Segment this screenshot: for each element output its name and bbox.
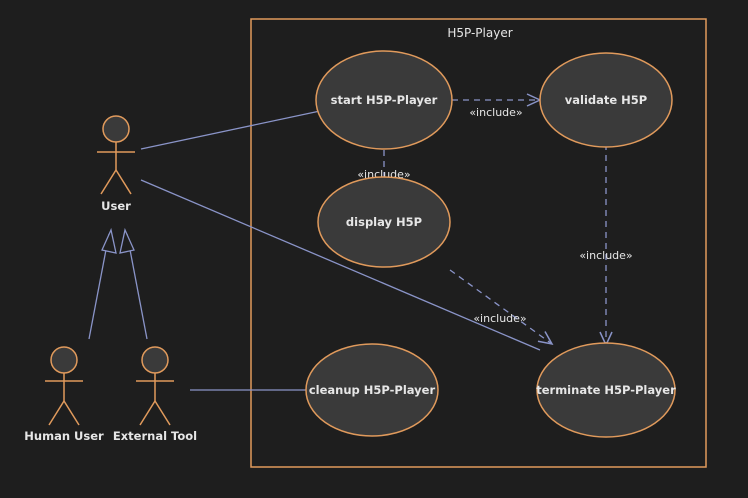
actor-leg [63,400,80,426]
actor-label: User [101,199,131,213]
assoc-user-start[interactable] [140,110,321,150]
assoc-user-terminate[interactable] [140,179,541,351]
actor-head [102,115,130,143]
usecase-terminate-h5p-player[interactable] [536,342,676,438]
actor-head [141,346,169,374]
actor-leg [100,169,117,195]
actor-label: Human User [24,429,104,443]
usecase-label: cleanup H5P-Player [309,383,436,397]
usecase-cleanup-h5p-player[interactable] [305,343,439,437]
system-boundary [250,18,707,468]
usecase-start-h5p-player[interactable] [315,50,453,150]
generalization-externaltool-user[interactable] [126,233,148,340]
usecase-label: display H5P [346,215,422,229]
usecase-label: validate H5P [565,93,648,107]
system-title: H5P-Player [447,26,512,40]
actor-human-user[interactable] [45,346,83,426]
actor-leg [48,400,65,426]
generalization-arrowhead [101,227,117,254]
usecase-label: terminate H5P-Player [536,383,676,397]
actor-head [50,346,78,374]
actor-leg [154,400,171,426]
include-label: «include» [469,106,522,119]
generalization-humanuser-user[interactable] [88,233,110,340]
actor-label: External Tool [113,429,197,443]
actor-leg [139,400,156,426]
actor-user[interactable] [97,115,135,195]
include-label: «include» [579,249,632,262]
usecase-label: start H5P-Player [331,93,438,107]
actor-leg [115,169,132,195]
actor-external-tool[interactable] [136,346,174,426]
usecase-display-h5p[interactable] [317,176,451,268]
usecase-validate-h5p[interactable] [539,52,673,148]
generalization-arrowhead [119,227,135,254]
include-label: «include» [473,312,526,325]
